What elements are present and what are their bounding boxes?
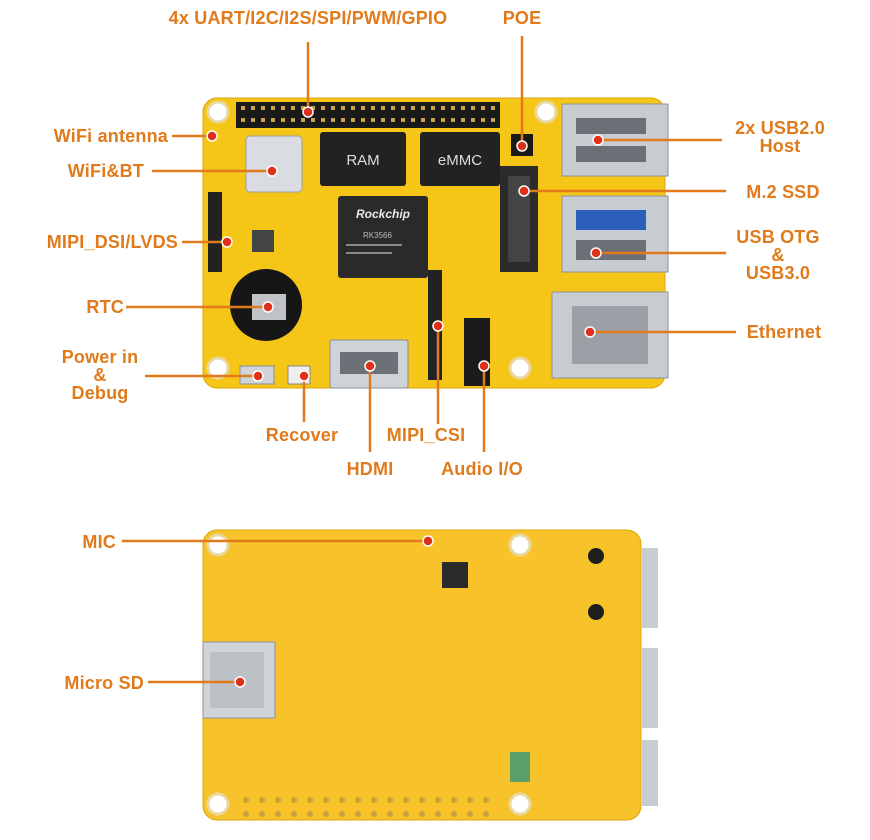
usb-otg-line3: USB3.0 xyxy=(745,263,811,283)
microsd-label: Micro SD xyxy=(64,673,144,693)
poe-label: POE xyxy=(502,8,542,28)
audio-label: Audio I/O xyxy=(441,459,523,479)
usb2-label: 2x USB2.0 Host xyxy=(735,119,825,155)
mipi-csi-label: MIPI_CSI xyxy=(386,425,466,445)
power-debug-label: Power in & Debug xyxy=(62,348,139,402)
power-debug-line3: Debug xyxy=(71,383,129,403)
usb2-line1: 2x USB2.0 xyxy=(735,118,825,138)
power-debug-line1: Power in xyxy=(61,347,139,367)
rtc-label: RTC xyxy=(86,297,124,317)
wifi-antenna-label: WiFi antenna xyxy=(53,126,168,146)
usb2-line2: Host xyxy=(759,136,801,156)
mipi-dsi-label: MIPI_DSI/LVDS xyxy=(46,232,178,252)
wifi-bt-label: WiFi&BT xyxy=(67,161,144,181)
board-bottom xyxy=(202,529,658,821)
ethernet-label: Ethernet xyxy=(746,322,822,342)
power-debug-line2: & xyxy=(93,365,107,385)
ram-chip-label: RAM xyxy=(346,152,379,169)
mic-label: MIC xyxy=(82,532,116,552)
soc-brand-label: Rockchip xyxy=(356,207,410,221)
hdmi-label: HDMI xyxy=(346,459,394,479)
m2-label: M.2 SSD xyxy=(746,182,820,202)
board-top: RAM eMMC Rockchip RK3566 xyxy=(202,97,669,389)
callout-dots xyxy=(206,106,604,688)
recover-label: Recover xyxy=(265,425,339,445)
usb-otg-line1: USB OTG xyxy=(736,227,820,247)
usb-otg-line2: & xyxy=(771,245,785,265)
gpio-label: 4x UART/I2C/I2S/SPI/PWM/GPIO xyxy=(168,8,448,28)
callout-lines xyxy=(122,36,736,684)
soc-model-label: RK3566 xyxy=(363,231,392,240)
usb-otg-label: USB OTG & USB3.0 xyxy=(736,228,819,282)
emmc-chip-label: eMMC xyxy=(438,152,482,169)
